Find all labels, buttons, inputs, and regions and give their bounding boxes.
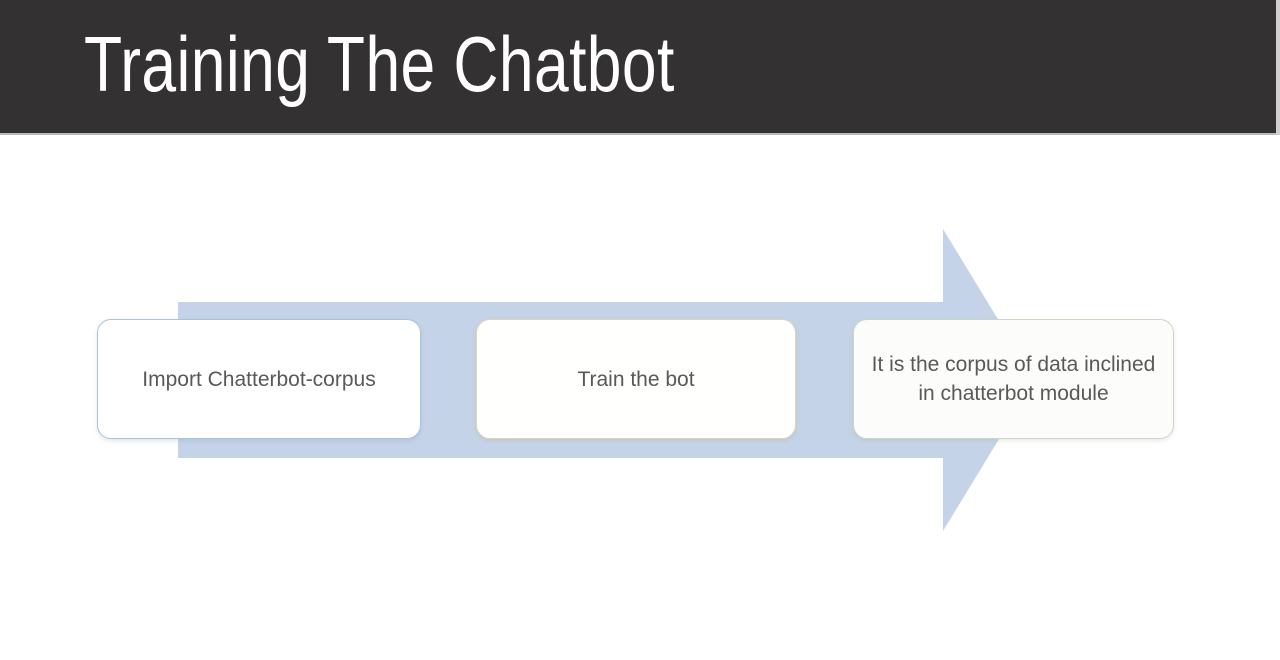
slide-header-bar: Training The Chatbot: [0, 0, 1280, 133]
slide-right-edge: [1276, 0, 1280, 136]
process-step-label: Import Chatterbot-corpus: [142, 367, 376, 391]
process-step-label: Train the bot: [577, 367, 695, 391]
slide-canvas: Import Chatterbot-corpus Train the bot I…: [0, 135, 1280, 660]
process-step-card-2[interactable]: Train the bot: [476, 319, 796, 439]
header-divider: [0, 133, 1280, 135]
process-step-card-1[interactable]: Import Chatterbot-corpus: [97, 319, 421, 439]
process-step-label: It is the corpus of data inclined in cha…: [871, 353, 1156, 405]
page-title: Training The Chatbot: [84, 20, 675, 108]
process-step-card-3[interactable]: It is the corpus of data inclined in cha…: [853, 319, 1174, 439]
